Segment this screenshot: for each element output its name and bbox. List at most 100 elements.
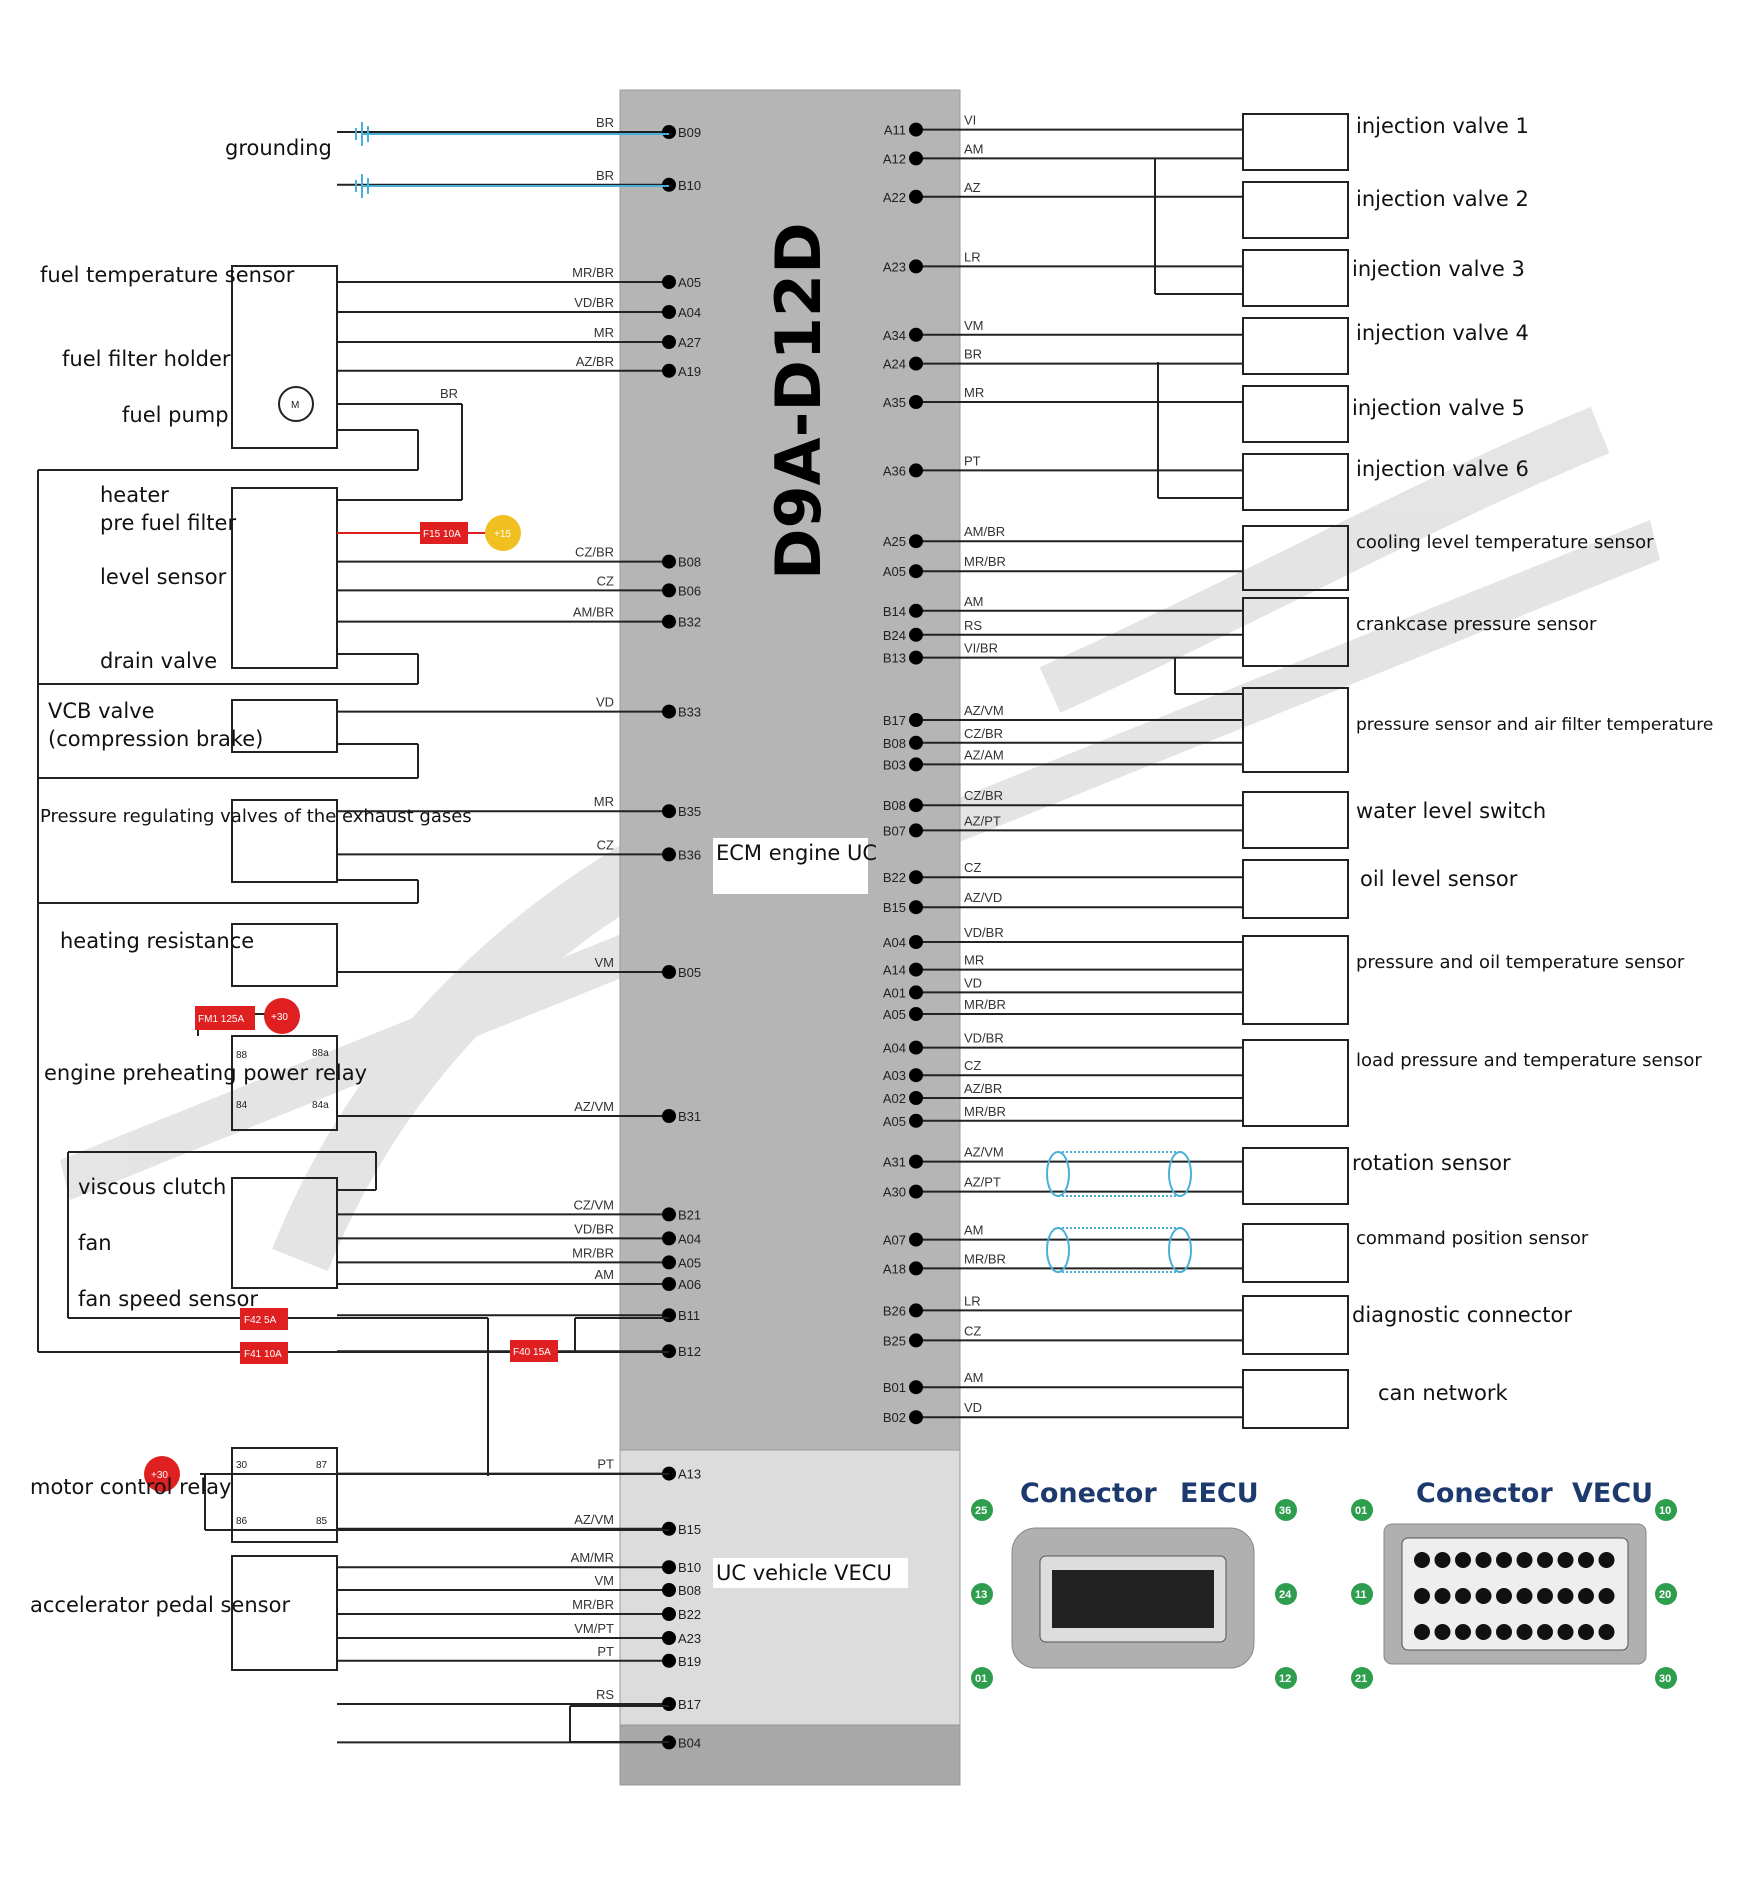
vecu-pin-10: 10 xyxy=(1659,1505,1671,1517)
right-wire-label: CZ xyxy=(964,1323,981,1338)
right-wire-label: CZ/BR xyxy=(964,726,1003,741)
label-heating-resistance: heating resistance xyxy=(60,929,254,953)
label-pressure-oil: pressure and oil temperature sensor xyxy=(1356,952,1685,973)
vecu-socket-dot xyxy=(1434,1552,1451,1568)
relay-pins: 88 88a 84 84a 30 87 86 85 xyxy=(236,1048,329,1527)
left-pin-label: B32 xyxy=(678,615,701,630)
right-pin-dot xyxy=(909,1380,923,1395)
right-wire-label: MR/BR xyxy=(964,554,1006,569)
vecu-socket-dot xyxy=(1598,1624,1615,1640)
module-title: D9A-D12D xyxy=(762,222,835,580)
right-wire-label: AM/BR xyxy=(964,524,1005,539)
relay-pin-88: 88 xyxy=(236,1050,248,1061)
left-pin-dot xyxy=(662,804,676,819)
fuel-pump-motor-icon xyxy=(278,386,314,422)
ecm-module-body xyxy=(619,89,961,1451)
right-wire-label: MR/BR xyxy=(964,1104,1006,1119)
left-wire-label: PT xyxy=(597,1457,614,1472)
vecu-socket-dot xyxy=(1537,1588,1553,1604)
eecu-pin-24: 24 xyxy=(1279,1589,1292,1601)
fuses: F15 10A +15 FM1 125A +30 F42 5A F41 10A … xyxy=(144,515,558,1492)
left-wire-label: MR/BR xyxy=(572,1597,614,1612)
right-pin-label: A22 xyxy=(883,190,906,205)
right-wire-label: MR xyxy=(964,385,984,400)
vecu-socket-dot xyxy=(1455,1588,1471,1604)
plus30-label-a: +30 xyxy=(271,1012,288,1023)
right-wire-label: AM xyxy=(964,1223,984,1238)
right-pin-dot xyxy=(909,122,923,137)
vecu-socket-dot xyxy=(1578,1552,1594,1568)
fuse-f42 xyxy=(240,1308,288,1330)
left-pin-label: B15 xyxy=(678,1522,701,1537)
right-pin-dot xyxy=(909,1068,923,1083)
right-pin-dot xyxy=(909,151,923,166)
right-pin-dot xyxy=(909,900,923,915)
vecu-socket-dot xyxy=(1434,1588,1451,1604)
right-pin-label: B22 xyxy=(883,870,906,885)
left-pin-dot xyxy=(662,177,676,192)
left-pin-label: A19 xyxy=(678,364,701,379)
vecu-pin-dots xyxy=(1414,1552,1615,1640)
right-wire-label: MR xyxy=(964,953,984,968)
label-fan: fan xyxy=(78,1231,112,1255)
right-components xyxy=(1154,113,1349,1429)
right-pin-dot xyxy=(909,189,923,204)
right-pin-label: B07 xyxy=(883,823,906,838)
right-wire-label: PT xyxy=(964,453,981,468)
eecu-pin-13: 13 xyxy=(975,1589,987,1601)
eecu-prefix: Conector xyxy=(1020,1478,1157,1509)
right-pin-dot xyxy=(909,627,923,642)
label-engine-preheating: engine preheating power relay xyxy=(44,1061,367,1085)
right-wire-label: AM xyxy=(964,1370,984,1385)
left-pin-label: A27 xyxy=(678,335,701,350)
left-wire-label: AZ/BR xyxy=(576,354,614,369)
right-wire-label: AZ xyxy=(964,180,981,195)
fuse-f41-label: F41 10A xyxy=(244,1349,282,1360)
label-crankcase: crankcase pressure sensor xyxy=(1356,614,1597,635)
label-injection-valve-3: injection valve 3 xyxy=(1352,257,1525,281)
right-wire-label: VD xyxy=(964,975,982,990)
relay-pin-88a: 88a xyxy=(312,1048,329,1059)
left-wire-label: MR/BR xyxy=(572,1245,614,1260)
right-pin-dot xyxy=(909,1184,923,1199)
relay-pin-87: 87 xyxy=(316,1460,328,1471)
right-pin-label: A01 xyxy=(883,985,906,1000)
right-pin-label: A04 xyxy=(883,935,906,950)
left-pin-dot xyxy=(662,363,676,378)
right-pin-label: A31 xyxy=(883,1155,906,1170)
shielding xyxy=(1046,1151,1192,1273)
left-wire-label: MR/BR xyxy=(572,265,614,280)
eecu-pin-12: 12 xyxy=(1279,1673,1291,1685)
right-pin-label: B01 xyxy=(883,1380,906,1395)
right-pin-label: B14 xyxy=(883,604,906,619)
left-pin-label: B08 xyxy=(678,555,701,570)
vecu-socket-dot xyxy=(1414,1624,1430,1640)
vecu-socket-dot xyxy=(1496,1624,1512,1640)
right-wire-label: LR xyxy=(964,249,981,264)
left-pin-label: B08 xyxy=(678,1583,701,1598)
label-injection-valve-1: injection valve 1 xyxy=(1356,114,1529,138)
right-wire-label: CZ xyxy=(964,1058,981,1073)
label-fuel-temp: fuel temperature sensor xyxy=(40,263,295,287)
right-wire-label: LR xyxy=(964,1293,981,1308)
left-wire-label: MR xyxy=(594,794,614,809)
right-wire-label: CZ xyxy=(964,860,981,875)
label-cooling-level: cooling level temperature sensor xyxy=(1356,532,1654,553)
left-pin-label: A05 xyxy=(678,1255,701,1270)
label-accelerator-pedal: accelerator pedal sensor xyxy=(30,1593,290,1617)
right-pin-label: A34 xyxy=(883,328,906,343)
right-pin-dot xyxy=(909,823,923,838)
right-pin-dot xyxy=(909,1007,923,1021)
label-compression-brake: (compression brake) xyxy=(48,727,263,751)
left-pin-label: A23 xyxy=(678,1631,701,1646)
left-pin-label: B04 xyxy=(678,1735,701,1750)
label-drain-valve: drain valve xyxy=(100,649,217,673)
left-pin-dot xyxy=(662,1255,676,1270)
fuse-fm1-label: FM1 125A xyxy=(198,1014,244,1025)
left-wire-label: AZ/VM xyxy=(574,1099,614,1114)
left-pin-dot xyxy=(662,583,676,598)
label-oil-level: oil level sensor xyxy=(1360,867,1518,891)
vecu-pin-21: 21 xyxy=(1355,1673,1367,1685)
left-pin-dot xyxy=(662,1521,676,1536)
right-wire-label: AM xyxy=(964,141,984,156)
